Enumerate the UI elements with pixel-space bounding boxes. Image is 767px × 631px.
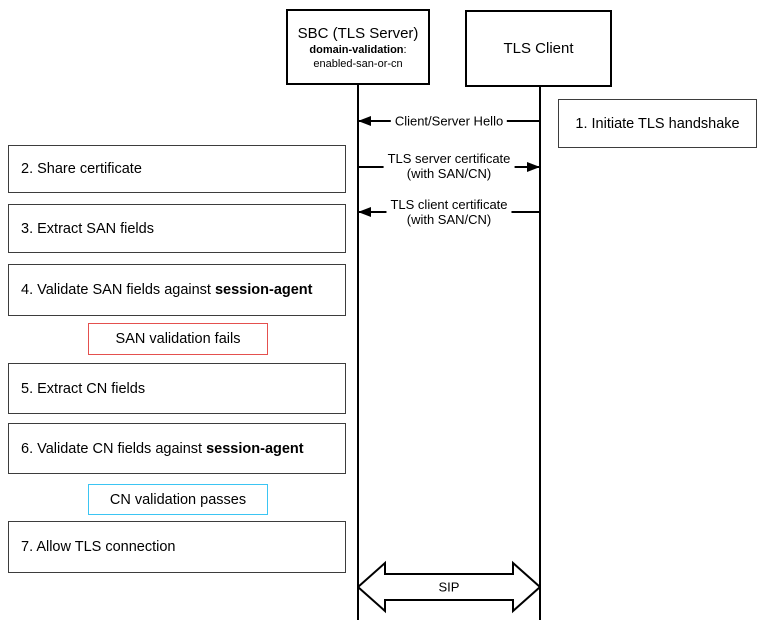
- actor-sbc-param-name: domain-validation: [309, 43, 404, 56]
- actor-sbc-param-colon: :: [403, 43, 407, 56]
- step-7-box: 7. Allow TLS connection: [8, 521, 346, 573]
- actor-sbc-box: SBC (TLS Server) domain-validation: enab…: [286, 9, 430, 85]
- msg-client-cert-label-line1: TLS client certificate: [390, 197, 508, 212]
- step-7-label: 7. Allow TLS connection: [21, 539, 176, 555]
- lifeline-client: [539, 87, 541, 620]
- step-5-label: 5. Extract CN fields: [21, 380, 146, 397]
- msg-client-cert-label: TLS client certificate (with SAN/CN): [386, 197, 512, 227]
- san-fail-note-label: SAN validation fails: [115, 331, 241, 347]
- msg-server-cert-label-line2: (with SAN/CN): [406, 166, 492, 181]
- msg-hello-label: Client/Server Hello: [390, 113, 508, 129]
- step-3-label: 3. Extract SAN fields: [21, 220, 154, 237]
- actor-sbc-param: domain-validation:: [309, 43, 406, 57]
- sip-double-arrow: SIP: [357, 560, 541, 614]
- msg-server-cert-label-line1: TLS server certificate: [387, 151, 511, 166]
- actor-client-title: TLS Client: [503, 40, 574, 57]
- step-6-box: 6. Validate CN fields against session-ag…: [8, 423, 346, 474]
- actor-sbc-title: SBC (TLS Server): [297, 24, 419, 42]
- lifeline-sbc: [357, 85, 359, 620]
- cn-pass-note-label: CN validation passes: [109, 491, 247, 508]
- step-2-label: 2. Share certificate: [21, 161, 142, 177]
- msg-server-cert-label: TLS server certificate (with SAN/CN): [383, 151, 515, 181]
- step-2-box: 2. Share certificate: [8, 145, 346, 193]
- step-4-box: 4. Validate SAN fields against session-a…: [8, 264, 346, 316]
- msg-client-cert-label-line2: (with SAN/CN): [406, 212, 492, 227]
- step-1-label: 1. Initiate TLS handshake: [575, 115, 740, 132]
- cn-pass-note: CN validation passes: [88, 484, 268, 515]
- step-6-label: 6. Validate CN fields against session-ag…: [21, 440, 304, 457]
- san-fail-note: SAN validation fails: [88, 323, 268, 355]
- actor-client-box: TLS Client: [465, 10, 612, 87]
- step-4-label: 4. Validate SAN fields against session-a…: [21, 282, 313, 298]
- sip-label: SIP: [438, 579, 460, 595]
- step-1-box: 1. Initiate TLS handshake: [558, 99, 757, 148]
- actor-sbc-param-value: enabled-san-or-cn: [313, 57, 403, 70]
- sip-double-arrow-icon: [357, 560, 541, 614]
- step-3-box: 3. Extract SAN fields: [8, 204, 346, 253]
- msg-client-cert-arrowhead-left-icon: [358, 207, 371, 217]
- step-5-box: 5. Extract CN fields: [8, 363, 346, 414]
- msg-server-cert-arrowhead-right-icon: [527, 162, 540, 172]
- msg-hello-arrowhead-left-icon: [358, 116, 371, 126]
